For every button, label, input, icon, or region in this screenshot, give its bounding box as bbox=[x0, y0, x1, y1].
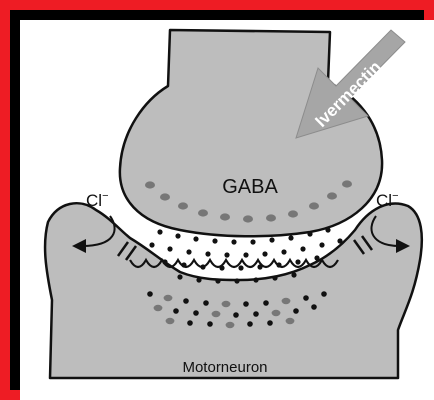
receptor-dot bbox=[154, 305, 163, 311]
neurotransmitter-dot bbox=[238, 265, 243, 270]
neurotransmitter-dot bbox=[276, 262, 281, 267]
neurotransmitter-dot bbox=[262, 251, 267, 256]
neurotransmitter-dot bbox=[196, 277, 201, 282]
receptor-dot bbox=[243, 301, 249, 307]
vesicle-dot bbox=[309, 202, 319, 209]
gaba-label: GABA bbox=[222, 176, 278, 198]
receptor-dot bbox=[212, 311, 221, 317]
neurotransmitter-dot bbox=[253, 277, 258, 282]
neurotransmitter-dot bbox=[181, 262, 186, 267]
neurotransmitter-dot bbox=[269, 237, 274, 242]
vesicle-dot bbox=[220, 213, 230, 220]
neurotransmitter-dot bbox=[231, 239, 236, 244]
neurotransmitter-dot bbox=[234, 278, 239, 283]
neurotransmitter-dot bbox=[175, 233, 180, 238]
neurotransmitter-dot bbox=[167, 246, 172, 251]
vesicle-dot bbox=[198, 209, 208, 216]
vesicle-dot bbox=[288, 210, 298, 217]
neurotransmitter-dot bbox=[300, 246, 305, 251]
neurotransmitter-dot bbox=[219, 265, 224, 270]
receptor-dot bbox=[286, 318, 295, 324]
neurotransmitter-dot bbox=[272, 275, 277, 280]
neurotransmitter-dot bbox=[177, 274, 182, 279]
neurotransmitter-dot bbox=[288, 235, 293, 240]
neurotransmitter-dot bbox=[291, 272, 296, 277]
vesicle-dot bbox=[243, 215, 253, 222]
vesicle-dot bbox=[160, 193, 170, 200]
vesicle-dot bbox=[145, 181, 155, 188]
receptor-dot bbox=[253, 311, 259, 317]
neurotransmitter-dot bbox=[193, 236, 198, 241]
receptor-dot bbox=[233, 312, 239, 318]
receptor-dot bbox=[173, 308, 179, 314]
neurotransmitter-dot bbox=[281, 249, 286, 254]
receptor-dot bbox=[147, 291, 153, 297]
receptor-dot bbox=[226, 322, 235, 328]
neurotransmitter-dot bbox=[325, 227, 330, 232]
receptor-dot bbox=[247, 321, 253, 327]
neurotransmitter-dot bbox=[149, 242, 154, 247]
receptor-dot bbox=[166, 318, 175, 324]
neurotransmitter-dot bbox=[200, 264, 205, 269]
neurotransmitter-dot bbox=[295, 259, 300, 264]
receptor-dot bbox=[267, 320, 273, 326]
neurotransmitter-dot bbox=[337, 238, 342, 243]
neurotransmitter-dot bbox=[157, 229, 162, 234]
receptor-dot bbox=[193, 310, 199, 316]
receptor-dot bbox=[222, 301, 231, 307]
receptor-dot bbox=[272, 310, 281, 316]
neurotransmitter-dot bbox=[243, 252, 248, 257]
neurotransmitter-dot bbox=[186, 249, 191, 254]
vesicle-dot bbox=[178, 202, 188, 209]
receptor-dot bbox=[303, 295, 309, 301]
receptor-dot bbox=[183, 298, 189, 304]
receptor-dot bbox=[293, 308, 299, 314]
receptor-dot bbox=[187, 320, 193, 326]
receptor-dot bbox=[207, 321, 213, 327]
receptor-dot bbox=[164, 295, 173, 301]
neurotransmitter-dot bbox=[319, 242, 324, 247]
neurotransmitter-dot bbox=[205, 251, 210, 256]
receptor-dot bbox=[321, 291, 327, 297]
vesicle-dot bbox=[342, 180, 352, 187]
receptor-dot bbox=[311, 304, 317, 310]
chloride-ion-left-label: Cl− bbox=[86, 190, 109, 210]
vesicle-dot bbox=[327, 192, 337, 199]
diagram-panel: Ivermectin GABA Cl− Cl− bbox=[20, 20, 434, 400]
receptor-dot bbox=[282, 298, 291, 304]
receptor-dot bbox=[263, 300, 269, 306]
gaba-terminal bbox=[120, 30, 382, 236]
neurotransmitter-dot bbox=[257, 264, 262, 269]
neurotransmitter-dot bbox=[250, 239, 255, 244]
synapse-diagram: Ivermectin GABA Cl− Cl− bbox=[20, 20, 434, 400]
motorneuron-label: Motorneuron bbox=[182, 359, 267, 376]
neurotransmitter-dot bbox=[162, 259, 167, 264]
neurotransmitter-dot bbox=[314, 255, 319, 260]
neurotransmitter-dot bbox=[307, 231, 312, 236]
vesicle-dot bbox=[266, 214, 276, 221]
neurotransmitter-dot bbox=[215, 278, 220, 283]
receptor-dot bbox=[203, 300, 209, 306]
neurotransmitter-dot bbox=[212, 238, 217, 243]
neurotransmitter-dot bbox=[224, 252, 229, 257]
